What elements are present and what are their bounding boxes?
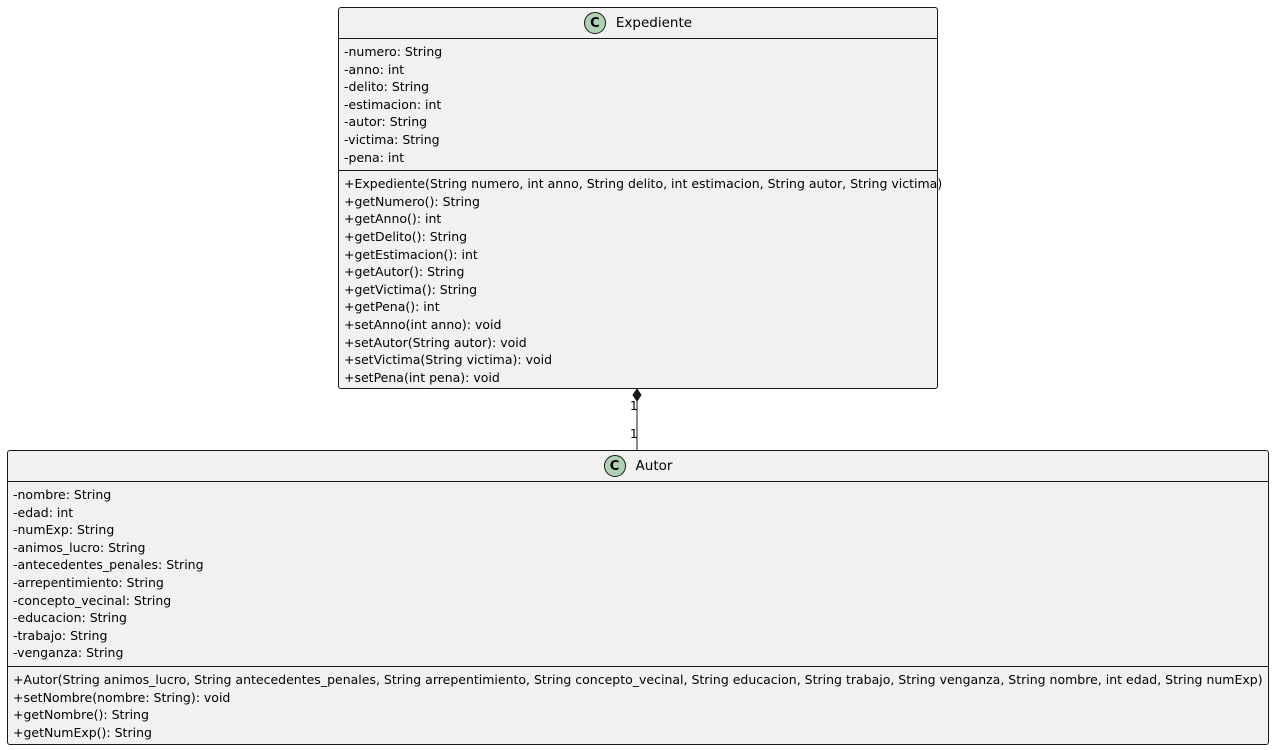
attribute: -anno: int xyxy=(344,61,405,77)
attribute: -autor: String xyxy=(344,114,428,130)
class-name: Autor xyxy=(635,458,673,474)
method: +Autor(String animos_lucro, String antec… xyxy=(13,671,1263,687)
method: +setNombre(nombre: String): void xyxy=(13,689,231,705)
attributes-section: -nombre: String -edad: int -numExp: String… xyxy=(8,482,1268,667)
attribute: -educacion: String xyxy=(13,610,127,626)
multiplicity-autor: 1 xyxy=(630,427,638,441)
attribute: -numExp: String xyxy=(13,522,115,538)
attribute: -concepto_vecinal: String xyxy=(13,592,172,608)
attribute: -edad: int xyxy=(13,504,74,520)
method: +getAutor(): String xyxy=(344,264,465,280)
method: +setPena(int pena): void xyxy=(344,369,500,385)
method: +setVictima(String victima): void xyxy=(344,352,553,368)
method: +getNumExp(): String xyxy=(13,724,152,740)
attribute: -venganza: String xyxy=(13,645,124,661)
attribute: -victima: String xyxy=(344,131,440,147)
attribute: -pena: int xyxy=(344,149,405,165)
method: +getEstimacion(): int xyxy=(344,246,478,262)
method: +Expediente(String numero, int anno, Str… xyxy=(344,176,943,192)
method: +setAnno(int anno): void xyxy=(344,316,502,332)
attribute: -numero: String xyxy=(344,44,443,59)
attribute: -delito: String xyxy=(344,79,430,95)
attributes-section: -numero: String -anno: int -delito: String… xyxy=(339,39,937,172)
class-header: C Autor xyxy=(8,451,1268,482)
methods-section: +Autor(String animos_lucro, String antec… xyxy=(8,667,1268,745)
method: +setAutor(String autor): void xyxy=(344,334,527,350)
method: +getVictima(): String xyxy=(344,281,478,297)
class-icon: C xyxy=(583,12,606,34)
class-header: C Expediente xyxy=(339,8,937,39)
attribute: -estimacion: int xyxy=(344,96,442,112)
multiplicity-expediente: 1 xyxy=(630,399,638,413)
class-autor[interactable]: C Autor -nombre: String -edad: int -numExp… xyxy=(7,450,1269,745)
method: +getAnno(): int xyxy=(344,211,442,227)
class-name: Expediente xyxy=(615,15,693,31)
attribute: -antecedentes_penales: String xyxy=(13,557,204,573)
methods-section: +Expediente(String numero, int anno, Str… xyxy=(339,171,943,390)
class-icon: C xyxy=(603,455,626,477)
method: +getNumero(): String xyxy=(344,193,480,209)
method: +getPena(): int xyxy=(344,299,440,315)
method: +getNombre(): String xyxy=(13,707,149,723)
attribute: -animos_lucro: String xyxy=(13,539,146,555)
method: +getDelito(): String xyxy=(344,228,468,244)
attribute: -nombre: String xyxy=(13,487,112,502)
attribute: -arrepentimiento: String xyxy=(13,574,164,590)
class-expediente[interactable]: C Expediente -numero: String -anno: int -d… xyxy=(338,7,943,390)
attribute: -trabajo: String xyxy=(13,627,108,643)
